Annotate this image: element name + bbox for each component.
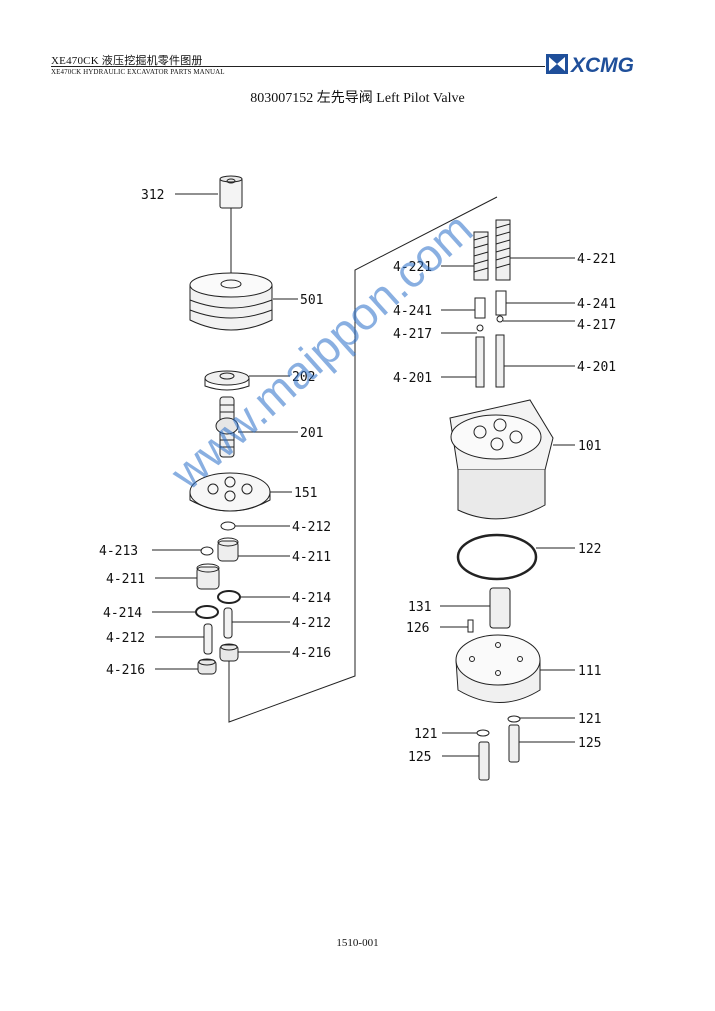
part-4-217-a (476, 324, 484, 332)
callout-125-a: 125 (408, 750, 431, 765)
callout-4-216-a: 4-216 (292, 646, 331, 661)
callout-4-212-c: 4-212 (106, 631, 145, 646)
callout-111: 111 (578, 664, 601, 679)
part-312-nut (219, 175, 243, 209)
part-202-plate (204, 370, 250, 391)
part-201-joint (215, 396, 239, 458)
part-4-211-a (217, 537, 239, 562)
callout-4-214-b: 4-214 (103, 606, 142, 621)
callout-201: 201 (300, 426, 323, 441)
part-4-212-a (220, 521, 236, 531)
part-101-casing (449, 399, 554, 520)
callout-125-b: 125 (578, 736, 601, 751)
xcmg-logo: XCMG (546, 54, 634, 76)
header-title: XE470CK 液压挖掘机零件图册 (51, 55, 203, 67)
part-4-216-a (219, 643, 239, 662)
page-number: 1510-001 (336, 937, 379, 949)
callout-4-212-b: 4-212 (292, 616, 331, 631)
callout-4-221-b: 4-221 (577, 252, 616, 267)
part-4-241-springs (474, 290, 507, 319)
part-121-b (507, 715, 521, 723)
part-4-212-c (203, 623, 213, 655)
part-4-201-plungers (475, 334, 505, 388)
callout-4-221-a: 4-221 (393, 260, 432, 275)
part-4-214-b (195, 605, 219, 619)
part-4-213 (200, 546, 214, 556)
callout-4-216-b: 4-216 (106, 663, 145, 678)
callout-151: 151 (294, 486, 317, 501)
part-4-217-b (496, 315, 504, 323)
callout-4-201-a: 4-201 (393, 371, 432, 386)
callout-4-201-b: 4-201 (577, 360, 616, 375)
part-122-oring (456, 533, 538, 581)
part-111-plate (455, 634, 541, 703)
callout-4-213: 4-213 (99, 544, 138, 559)
part-4-212-b (223, 607, 233, 639)
callout-4-211-b: 4-211 (106, 572, 145, 587)
header-subtitle: XE470CK HYDRAULIC EXCAVATOR PARTS MANUAL (51, 68, 225, 76)
callout-121-b: 121 (578, 712, 601, 727)
part-131-bushing (489, 587, 511, 629)
callout-202: 202 (292, 370, 315, 385)
callout-121-a: 121 (414, 727, 437, 742)
page-title: 803007152 左先导阀 Left Pilot Valve (250, 91, 465, 106)
part-125-a (478, 741, 490, 781)
callout-4-241-a: 4-241 (393, 304, 432, 319)
callout-131: 131 (408, 600, 431, 615)
callout-101: 101 (578, 439, 601, 454)
part-125-b (508, 724, 520, 763)
part-501-cover (189, 272, 273, 331)
part-4-214-a (217, 590, 241, 604)
callout-4-217-a: 4-217 (393, 327, 432, 342)
part-126-pin (467, 619, 474, 633)
part-4-211-b (196, 563, 220, 590)
part-121-a (476, 729, 490, 737)
callout-4-212-a: 4-212 (292, 520, 331, 535)
callout-501: 501 (300, 293, 323, 308)
part-4-216-b (197, 658, 217, 675)
callout-4-217-b: 4-217 (577, 318, 616, 333)
callout-122: 122 (578, 542, 601, 557)
header-rule (51, 66, 545, 67)
logo-text: XCMG (570, 54, 634, 76)
callout-4-211-a: 4-211 (292, 550, 331, 565)
callout-4-241-b: 4-241 (577, 297, 616, 312)
callout-4-214-a: 4-214 (292, 591, 331, 606)
part-4-221-springs (473, 219, 511, 281)
callout-312: 312 (141, 188, 164, 203)
callout-126: 126 (406, 621, 429, 636)
